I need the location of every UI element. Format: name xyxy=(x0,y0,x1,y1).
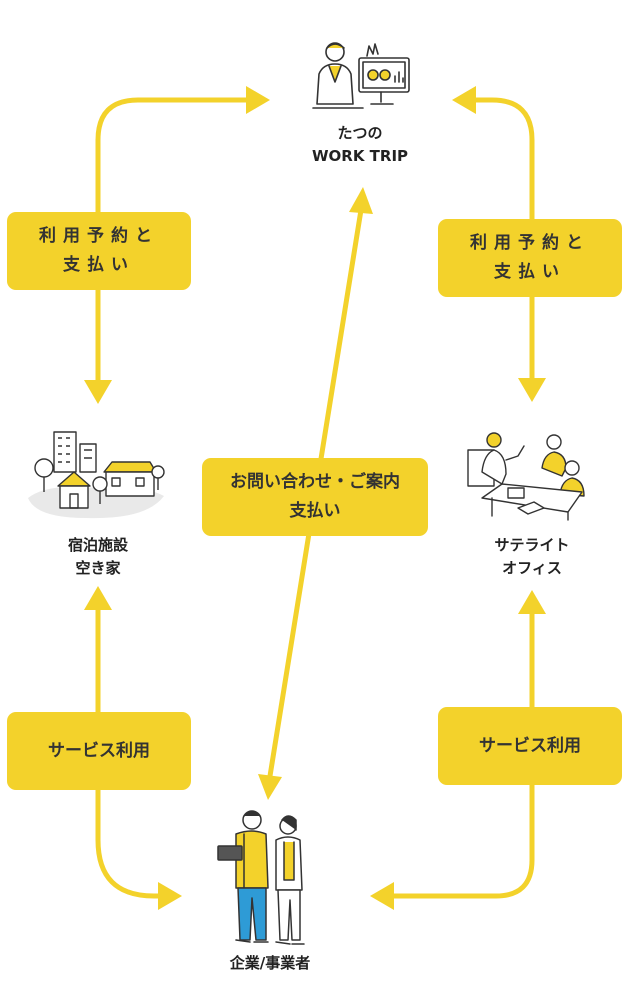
node-platform-label: たつの WORK TRIP xyxy=(290,122,430,169)
person-at-computer-illustration xyxy=(312,42,410,109)
arrow-left-to-company xyxy=(95,747,165,899)
label-service-right-text: サービス利用 xyxy=(479,735,581,756)
buildings-houses-illustration xyxy=(28,431,165,519)
arrowhead-office-up xyxy=(518,590,546,614)
label-service-right: サービス利用 xyxy=(438,707,622,785)
arrowhead-company-down xyxy=(258,774,282,800)
arrowhead-company-right xyxy=(370,882,394,910)
label-reserve-left-line1: 利用予約と xyxy=(39,226,159,247)
node-platform-line2: WORK TRIP xyxy=(311,147,409,166)
arrowhead-company-left xyxy=(158,882,182,910)
label-reserve-left: 利用予約と 支払い xyxy=(7,212,191,290)
label-service-left: サービス利用 xyxy=(7,712,191,790)
label-inquiry: お問い合わせ・ご案内 支払い xyxy=(202,458,428,536)
label-inquiry-line2: 支払い xyxy=(289,501,341,521)
node-office-line2: オフィス xyxy=(502,559,562,578)
label-reserve-right-line2: 支払い xyxy=(494,262,566,282)
arrow-right-to-company xyxy=(387,743,535,899)
node-company-label: 企業/事業者 xyxy=(190,952,350,975)
arrowhead-left-platform xyxy=(246,86,270,114)
arrowhead-right-platform xyxy=(452,86,476,114)
node-company-text: 企業/事業者 xyxy=(229,954,311,972)
arrowhead-lodging xyxy=(84,380,112,404)
meeting-people-illustration xyxy=(467,432,585,521)
label-service-left-text: サービス利用 xyxy=(48,740,150,761)
node-platform-line1: たつの xyxy=(337,124,383,142)
label-reserve-left-line2: 支払い xyxy=(63,255,135,275)
arrowhead-office xyxy=(518,378,546,402)
node-office-line1: サテライト xyxy=(494,536,570,554)
arrow-left-to-platform xyxy=(95,97,251,253)
arrowhead-platform-up xyxy=(349,187,373,214)
label-reserve-right: 利用予約と 支払い xyxy=(438,219,622,297)
node-lodging-line1: 宿泊施設 xyxy=(67,536,128,554)
two-workers-illustration xyxy=(217,810,305,945)
node-lodging-line2: 空き家 xyxy=(75,559,121,578)
arrow-right-to-platform xyxy=(469,97,535,265)
node-lodging-label: 宿泊施設 空き家 xyxy=(38,534,158,581)
label-inquiry-line1: お問い合わせ・ご案内 xyxy=(230,472,400,493)
arrowhead-lodging-up xyxy=(84,586,112,610)
node-office-label: サテライト オフィス xyxy=(470,534,594,581)
label-reserve-right-line1: 利用予約と xyxy=(470,233,590,254)
